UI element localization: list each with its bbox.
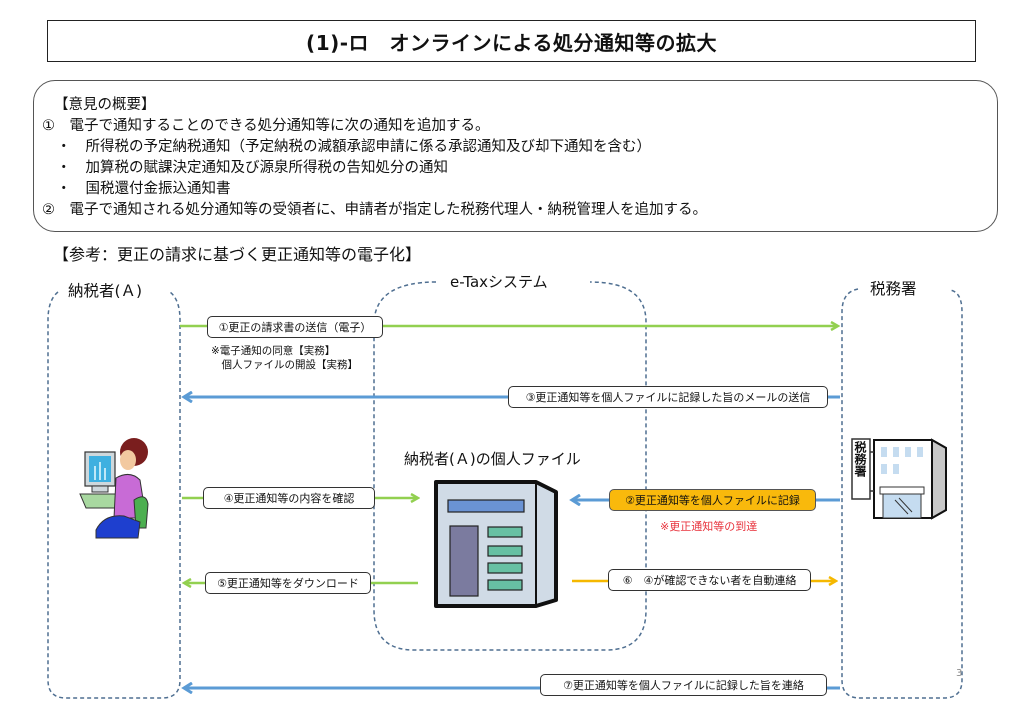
- summary-heading: 【意見の概要】: [54, 97, 156, 113]
- message-7-contact: ⑦更正通知等を個人ファイルに記録した旨を連絡: [540, 674, 827, 696]
- message-2-record: ②更正通知等を個人ファイルに記録: [609, 489, 816, 511]
- lane-taxpayer-border: [47, 291, 181, 699]
- summary-line-5: ② 電子で通知される処分通知等の受領者に、申請者が指定した税務代理人・納税管理人…: [42, 202, 708, 218]
- lane-tax-office-border: [841, 288, 963, 699]
- summary-line-3: ・ 加算税の賦課決定通知及び源泉所得税の告知処分の通知: [42, 160, 448, 176]
- personal-file-icon: [434, 480, 558, 608]
- message-2-note-arrival: ※更正通知等の到達: [660, 520, 758, 533]
- summary-box: 【意見の概要】 ① 電子で通知することのできる処分通知等に次の通知を追加する。 …: [33, 80, 998, 232]
- lane-label-taxpayer: 納税者(Ａ): [64, 279, 147, 301]
- lane-label-etax: e-Taxシステム: [446, 271, 552, 292]
- message-5-download: ⑤更正通知等をダウンロード: [205, 572, 371, 594]
- page-number: 3: [956, 668, 963, 679]
- message-4-confirm: ④更正通知等の内容を確認: [203, 487, 375, 509]
- tax-office-building-icon: [851, 438, 947, 520]
- summary-line-2: ・ 所得税の予定納税通知（予定納税の減額承認申請に係る承認通知及び却下通知を含む…: [42, 139, 651, 155]
- lane-label-tax-office: 税務署: [866, 277, 921, 299]
- summary-line-1: ① 電子で通知することのできる処分通知等に次の通知を追加する。: [42, 118, 490, 134]
- summary-line-4: ・ 国税還付金振込通知書: [42, 181, 231, 197]
- message-1-submit-request: ①更正の請求書の送信（電子）: [207, 316, 383, 338]
- tax-office-sign: 税務署: [853, 441, 867, 477]
- page-title: (1)-ロ オンラインによる処分通知等の拡大: [306, 30, 717, 55]
- message-6-auto-contact: ⑥ ④が確認できない者を自動連絡: [608, 569, 811, 591]
- taxpayer-person-icon: [79, 438, 149, 539]
- message-1-note-file-open: 個人ファイルの開設【実務】: [211, 359, 358, 371]
- reference-heading: 【参考：更正の請求に基づく更正通知等の電子化】: [53, 245, 422, 264]
- personal-file-label: 納税者(Ａ)の個人ファイル: [404, 450, 581, 468]
- message-1-note-consent: ※電子通知の同意【実務】: [211, 345, 336, 357]
- message-3-email: ③更正通知等を個人ファイルに記録した旨のメールの送信: [508, 386, 828, 408]
- page-title-box: (1)-ロ オンラインによる処分通知等の拡大: [47, 20, 976, 62]
